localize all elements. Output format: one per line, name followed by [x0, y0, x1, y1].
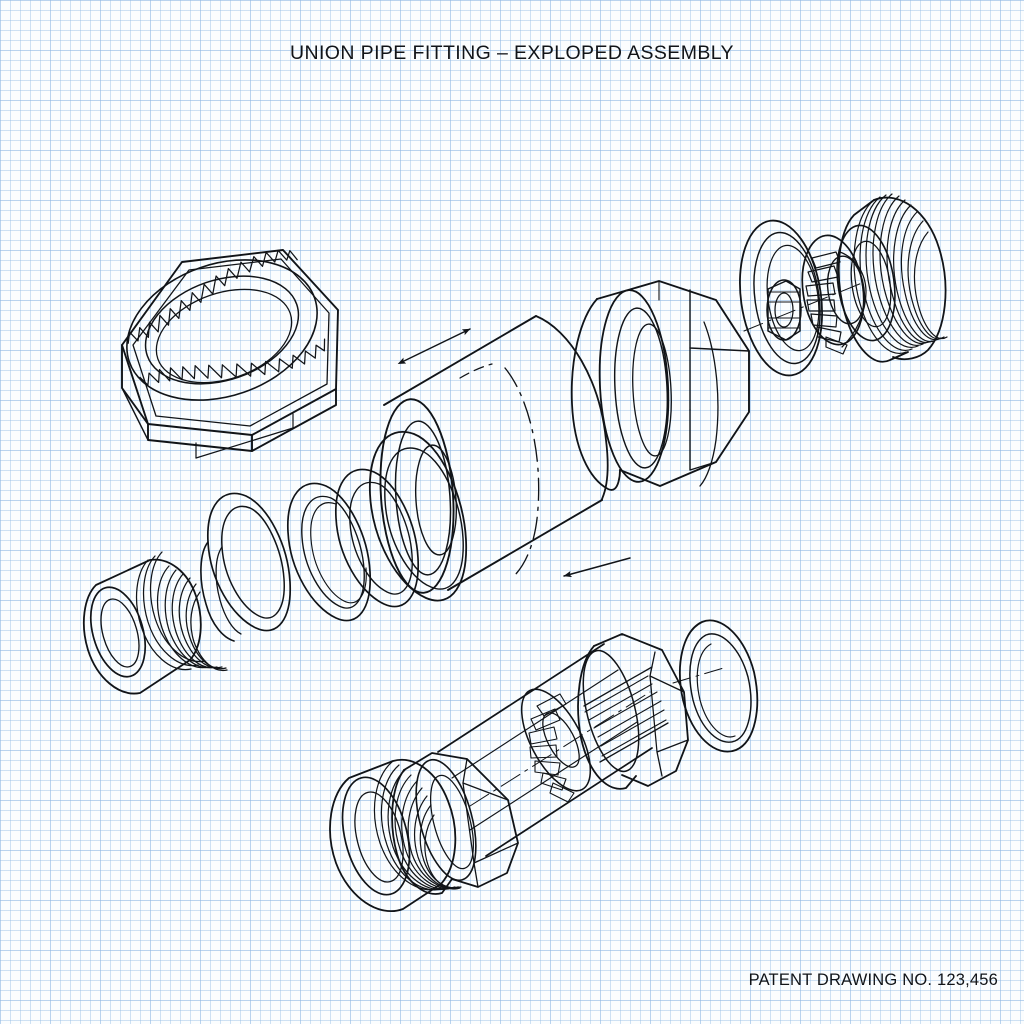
view-assembled-fitting — [329, 619, 759, 912]
assembled-hex-nut-left — [391, 752, 519, 895]
component-hex-union-nut — [570, 280, 750, 491]
annotation-assembly-arrow-lower — [563, 557, 631, 578]
component-hex-lock-nut — [121, 249, 339, 459]
assembled-pipe-nipple — [329, 758, 462, 912]
component-pipe-nipple-right — [836, 193, 948, 363]
component-collar-ring — [672, 619, 759, 753]
assembled-hex-nut-right — [577, 633, 689, 790]
page-title: UNION PIPE FITTING – EXPLOPED ASSEMBLY — [290, 42, 734, 64]
component-splined-hub-a — [766, 279, 802, 341]
assembled-internal-spline — [520, 666, 669, 803]
component-gasket-ring-a — [287, 482, 371, 622]
annotation-assembly-arrow-upper — [397, 328, 471, 365]
component-pipe-nipple-left — [82, 551, 228, 695]
component-retaining-split-ring — [200, 492, 291, 642]
component-gasket-ring-b — [335, 468, 419, 608]
patent-drawing-number: PATENT DRAWING NO. 123,456 — [748, 971, 998, 989]
component-union-body — [379, 315, 609, 594]
